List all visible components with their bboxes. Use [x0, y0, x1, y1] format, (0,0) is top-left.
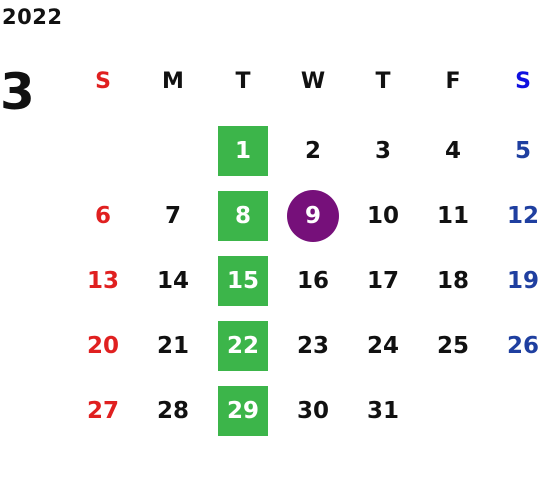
calendar-month: 3 [0, 63, 35, 121]
day-number: 20 [86, 332, 119, 359]
day-number: 27 [86, 397, 119, 424]
day-cell [138, 118, 208, 183]
weekday-thursday: T [375, 69, 391, 94]
day-cell[interactable]: 25 [418, 313, 488, 378]
day-number: 25 [436, 332, 469, 359]
day-cell[interactable]: 1 [208, 118, 278, 183]
day-cell[interactable]: 24 [348, 313, 418, 378]
day-cell[interactable]: 7 [138, 183, 208, 248]
day-number: 24 [366, 332, 399, 359]
day-number: 4 [444, 137, 461, 164]
day-number: 5 [514, 137, 531, 164]
day-number: 2 [304, 137, 321, 164]
day-number: 14 [156, 267, 189, 294]
day-number: 11 [436, 202, 469, 229]
day-number: 30 [296, 397, 329, 424]
weekday-sunday: S [95, 69, 111, 94]
day-cell[interactable]: 22 [208, 313, 278, 378]
day-number: 3 [374, 137, 391, 164]
calendar-year: 2022 [2, 5, 63, 29]
day-cell[interactable]: 2 [278, 118, 348, 183]
day-cell[interactable]: 13 [68, 248, 138, 313]
day-number: 26 [506, 332, 539, 359]
day-cell[interactable]: 10 [348, 183, 418, 248]
weekday-friday: F [445, 69, 461, 94]
tuesday-highlight-day: 1 [218, 125, 268, 176]
weekday-header: S M T W T F S [68, 64, 548, 100]
weekday-monday: M [162, 69, 184, 94]
day-cell[interactable]: 28 [138, 378, 208, 443]
tuesday-highlight-day: 8 [218, 190, 268, 241]
day-number: 13 [86, 267, 119, 294]
day-cell[interactable]: 29 [208, 378, 278, 443]
day-number: 21 [156, 332, 189, 359]
tuesday-highlight-day: 15 [218, 255, 268, 306]
day-number: 28 [156, 397, 189, 424]
day-number: 12 [506, 202, 539, 229]
day-cell[interactable]: 4 [418, 118, 488, 183]
day-cell[interactable]: 31 [348, 378, 418, 443]
day-cell [418, 378, 488, 443]
day-cell[interactable]: 23 [278, 313, 348, 378]
weekday-wednesday: W [300, 69, 326, 94]
day-cell[interactable]: 19 [488, 248, 548, 313]
day-number: 31 [366, 397, 399, 424]
day-cell[interactable]: 9 [278, 183, 348, 248]
day-cell[interactable]: 6 [68, 183, 138, 248]
day-number: 16 [296, 267, 329, 294]
day-cell[interactable]: 11 [418, 183, 488, 248]
day-cell[interactable]: 17 [348, 248, 418, 313]
day-cell[interactable]: 18 [418, 248, 488, 313]
day-cell[interactable]: 15 [208, 248, 278, 313]
day-cell[interactable]: 21 [138, 313, 208, 378]
day-cell[interactable]: 27 [68, 378, 138, 443]
day-cell[interactable]: 8 [208, 183, 278, 248]
day-cell[interactable]: 3 [348, 118, 418, 183]
day-number: 18 [436, 267, 469, 294]
day-cell[interactable]: 26 [488, 313, 548, 378]
day-cell[interactable]: 16 [278, 248, 348, 313]
tuesday-highlight-day: 29 [218, 385, 268, 436]
day-cell[interactable]: 5 [488, 118, 548, 183]
day-number: 10 [366, 202, 399, 229]
weekday-tuesday: T [235, 69, 251, 94]
day-cell[interactable]: 14 [138, 248, 208, 313]
day-number: 7 [164, 202, 181, 229]
day-cell [488, 378, 548, 443]
day-number: 17 [366, 267, 399, 294]
day-number: 23 [296, 332, 329, 359]
weekday-saturday: S [515, 69, 531, 94]
day-cell [68, 118, 138, 183]
tuesday-highlight-day: 22 [218, 320, 268, 371]
day-number: 6 [94, 202, 111, 229]
day-cell[interactable]: 12 [488, 183, 548, 248]
day-cell[interactable]: 20 [68, 313, 138, 378]
selected-day: 9 [287, 189, 339, 242]
day-cell[interactable]: 30 [278, 378, 348, 443]
day-number: 19 [506, 267, 539, 294]
